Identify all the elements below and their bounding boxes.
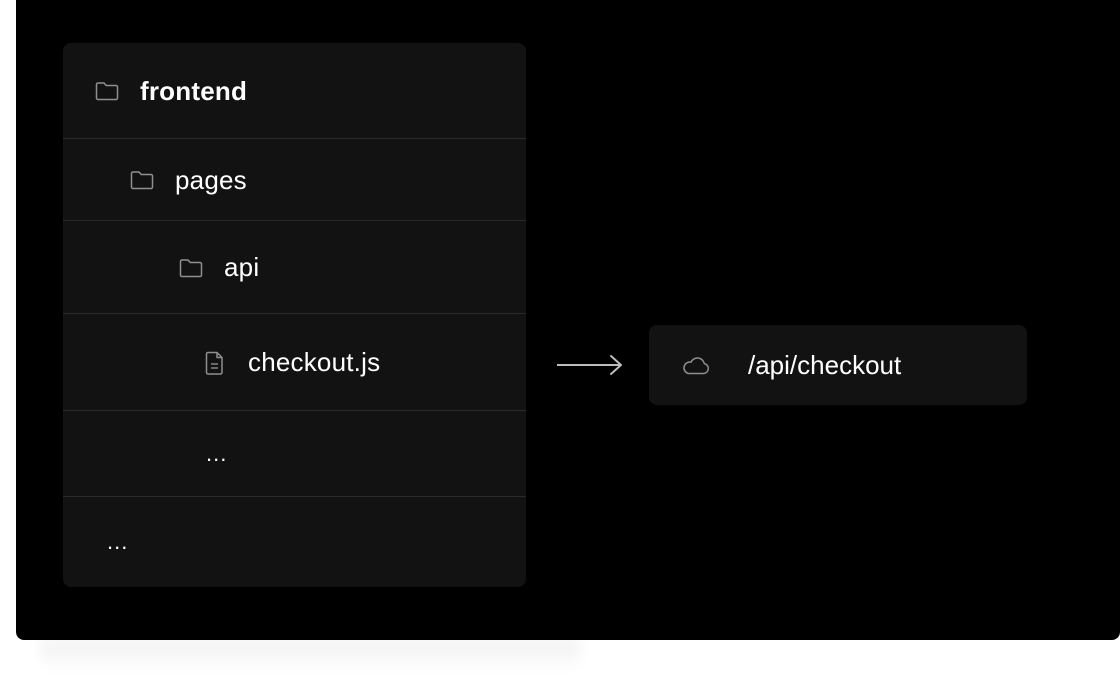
file-icon <box>202 350 228 376</box>
tree-item-more: ... <box>63 497 526 587</box>
folder-icon <box>94 78 120 104</box>
tree-item-more: ... <box>63 411 526 497</box>
tree-item-label: pages <box>175 164 247 195</box>
tree-item-label: checkout.js <box>248 347 381 377</box>
cloud-icon <box>680 352 712 378</box>
frame-shadow <box>40 640 580 670</box>
file-tree-panel: frontend pages api checkout.js <box>63 43 526 587</box>
folder-icon <box>178 255 204 281</box>
tree-item-label: api <box>224 252 260 282</box>
tree-item-api[interactable]: api <box>63 221 526 314</box>
tree-item-frontend[interactable]: frontend <box>63 43 526 139</box>
tree-item-pages[interactable]: pages <box>63 139 526 221</box>
folder-icon <box>129 167 155 193</box>
route-label: /api/checkout <box>748 349 902 380</box>
tree-item-checkout-js[interactable]: checkout.js <box>63 314 526 411</box>
arrow-right-icon <box>557 355 622 375</box>
tree-item-label: frontend <box>140 75 248 106</box>
tree-item-label: ... <box>107 529 129 554</box>
route-card[interactable]: /api/checkout <box>649 325 1027 405</box>
tree-item-label: ... <box>206 441 228 466</box>
